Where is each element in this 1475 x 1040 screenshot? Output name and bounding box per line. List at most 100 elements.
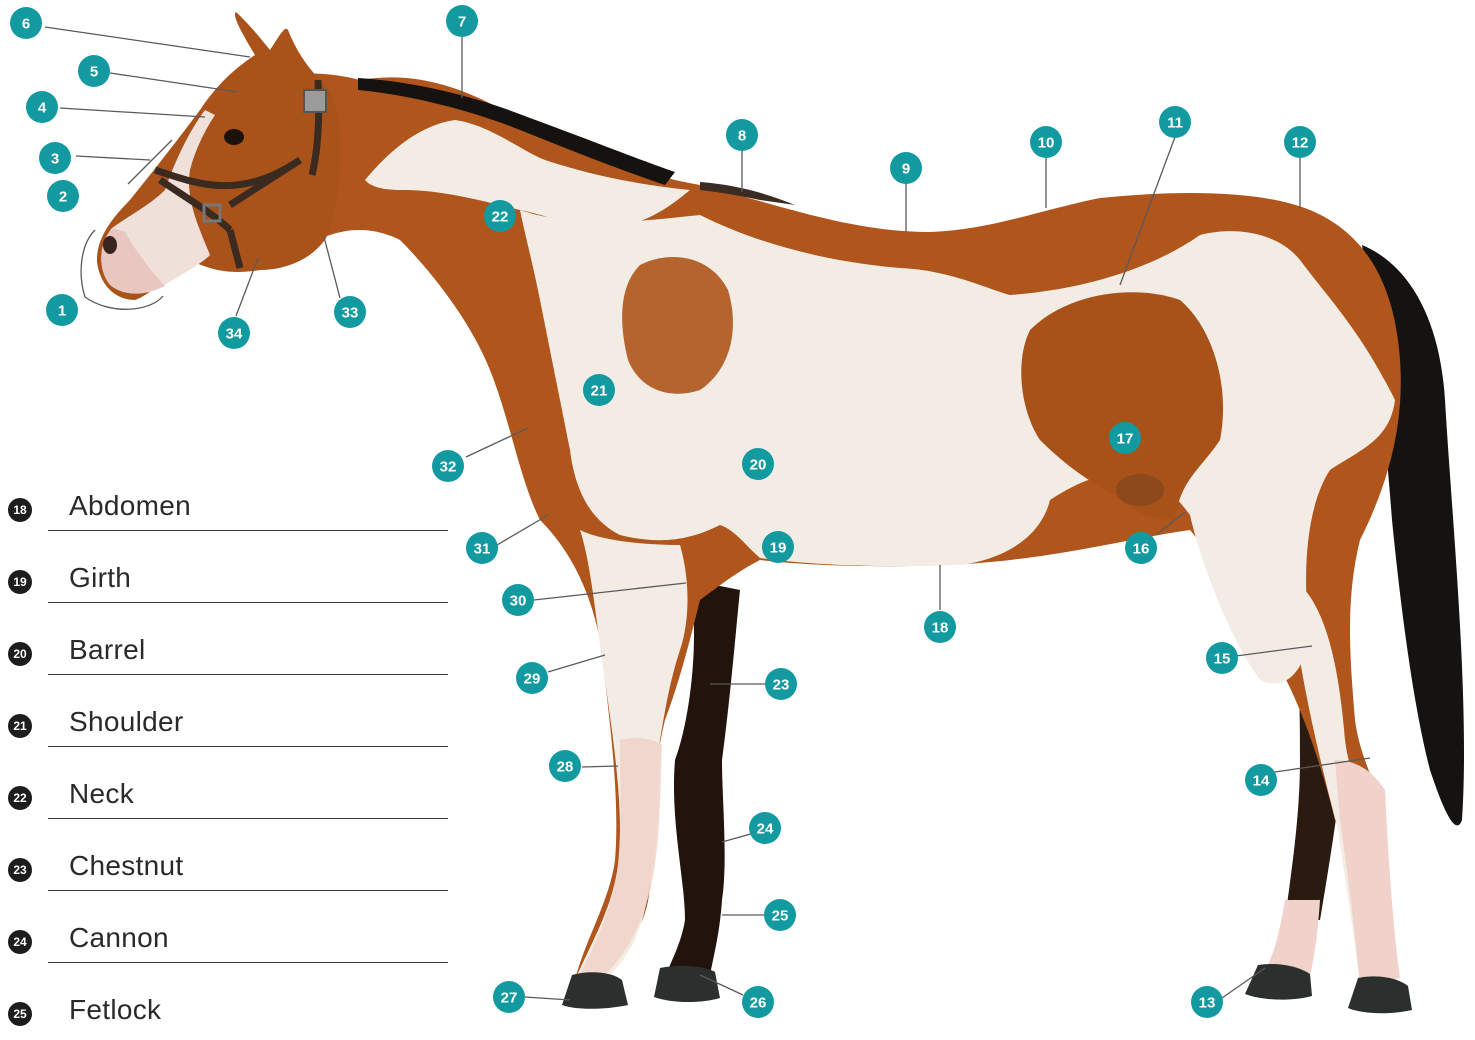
- callout-number: 22: [492, 209, 509, 226]
- callout-badge-10: 10: [1030, 126, 1062, 158]
- callout-number: 21: [591, 383, 608, 400]
- callout-badge-27: 27: [493, 981, 525, 1013]
- callout-badge-4: 4: [26, 91, 58, 123]
- callout-badge-22: 22: [484, 200, 516, 232]
- legend-number-badge: 22: [8, 786, 32, 810]
- far-fore-hoof: [654, 966, 720, 1002]
- callout-number: 1: [58, 303, 66, 320]
- callout-badge-23: 23: [765, 668, 797, 700]
- callout-number: 3: [51, 151, 59, 168]
- legend-rule: [48, 602, 448, 603]
- callout-badge-28: 28: [549, 750, 581, 782]
- legend-number-badge: 25: [8, 1002, 32, 1026]
- legend-label: Barrel: [69, 634, 146, 666]
- callout-badge-21: 21: [583, 374, 615, 406]
- legend-number-badge: 23: [8, 858, 32, 882]
- callout-badge-16: 16: [1125, 532, 1157, 564]
- callout-badge-11: 11: [1159, 106, 1191, 138]
- legend-row: 18 Abdomen: [8, 486, 448, 536]
- callout-badge-19: 19: [762, 531, 794, 563]
- callout-number: 15: [1214, 651, 1231, 668]
- legend-label: Girth: [69, 562, 131, 594]
- callout-number: 20: [750, 457, 767, 474]
- callout-badge-25: 25: [764, 899, 796, 931]
- callout-badge-2: 2: [47, 180, 79, 212]
- legend-number-badge: 21: [8, 714, 32, 738]
- near-hind-hoof: [1348, 976, 1412, 1013]
- legend-row: 24 Cannon: [8, 918, 448, 968]
- callout-badge-1: 1: [46, 294, 78, 326]
- legend-number-badge: 19: [8, 570, 32, 594]
- callout-number: 32: [440, 459, 457, 476]
- callout-badge-20: 20: [742, 448, 774, 480]
- callout-number: 19: [770, 540, 787, 557]
- legend-rule: [48, 818, 448, 819]
- callout-badge-7: 7: [446, 5, 478, 37]
- legend-row: 25 Fetlock: [8, 990, 448, 1040]
- legend-rule: [48, 746, 448, 747]
- callout-badge-6: 6: [10, 7, 42, 39]
- callout-number: 2: [59, 189, 67, 206]
- callout-badge-17: 17: [1109, 422, 1141, 454]
- callout-badge-33: 33: [334, 296, 366, 328]
- legend-label: Shoulder: [69, 706, 183, 738]
- sheath: [1116, 474, 1164, 506]
- callout-number: 24: [757, 821, 774, 838]
- legend-rule: [48, 674, 448, 675]
- callout-badge-29: 29: [516, 662, 548, 694]
- callout-number: 33: [342, 305, 359, 322]
- callout-number: 23: [773, 677, 790, 694]
- callout-number: 28: [557, 759, 574, 776]
- legend-row: 21 Shoulder: [8, 702, 448, 752]
- legend-label: Chestnut: [69, 850, 183, 882]
- legend-label: Neck: [69, 778, 134, 810]
- callout-badge-9: 9: [890, 152, 922, 184]
- callout-number: 12: [1292, 135, 1309, 152]
- callout-number: 34: [226, 326, 243, 343]
- callout-number: 9: [902, 161, 910, 178]
- callout-badge-32: 32: [432, 450, 464, 482]
- near-fore-hoof: [562, 972, 628, 1008]
- callout-number: 14: [1253, 773, 1270, 790]
- far-hind-pastern: [1268, 900, 1320, 975]
- callout-badge-24: 24: [749, 812, 781, 844]
- callout-number: 13: [1199, 995, 1216, 1012]
- callout-badge-18: 18: [924, 611, 956, 643]
- legend-label: Abdomen: [69, 490, 191, 522]
- callout-number: 10: [1038, 135, 1055, 152]
- callout-number: 5: [90, 64, 98, 81]
- halter-buckle: [304, 90, 326, 112]
- legend-number-badge: 18: [8, 498, 32, 522]
- legend-label: Fetlock: [69, 994, 161, 1026]
- callout-number: 6: [22, 16, 30, 33]
- legend-rule: [48, 962, 448, 963]
- nostril: [103, 236, 117, 254]
- legend-number-badge: 24: [8, 930, 32, 954]
- legend-rule: [48, 530, 448, 531]
- callout-number: 11: [1167, 115, 1183, 132]
- callout-badge-12: 12: [1284, 126, 1316, 158]
- callout-number: 18: [932, 620, 949, 637]
- legend-rule: [48, 890, 448, 891]
- callout-number: 29: [524, 671, 541, 688]
- callout-badge-13: 13: [1191, 986, 1223, 1018]
- legend-number-badge: 20: [8, 642, 32, 666]
- callout-number: 26: [750, 995, 767, 1012]
- callout-number: 31: [474, 541, 491, 558]
- callout-badge-26: 26: [742, 986, 774, 1018]
- callout-number: 30: [510, 593, 527, 610]
- legend-row: 22 Neck: [8, 774, 448, 824]
- callout-number: 4: [38, 100, 47, 117]
- callout-number: 17: [1117, 431, 1134, 448]
- shoulder-spot: [622, 257, 733, 394]
- callout-badge-14: 14: [1245, 764, 1277, 796]
- callout-badge-8: 8: [726, 119, 758, 151]
- eye: [224, 129, 244, 145]
- callout-number: 25: [772, 908, 789, 925]
- callout-badge-3: 3: [39, 142, 71, 174]
- callout-number: 8: [738, 128, 746, 145]
- callout-badge-34: 34: [218, 317, 250, 349]
- callout-badge-31: 31: [466, 532, 498, 564]
- legend-label: Cannon: [69, 922, 169, 954]
- legend-row: 23 Chestnut: [8, 846, 448, 896]
